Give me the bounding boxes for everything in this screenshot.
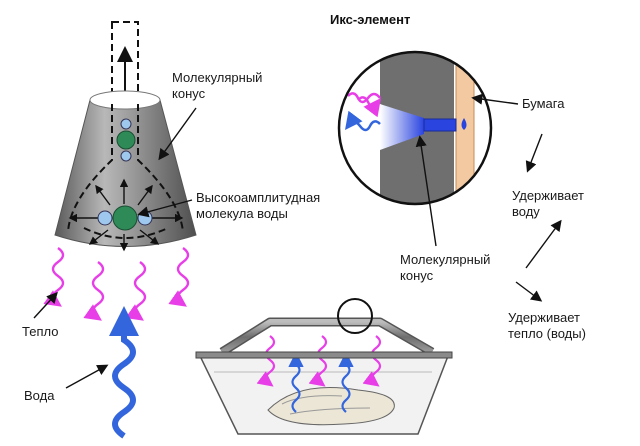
cone-top-opening: [89, 90, 161, 110]
label-holds-water: Удерживает воду: [512, 188, 584, 219]
food-texture: [281, 395, 371, 415]
pointer-holds-water-down: [525, 133, 543, 173]
pointer-heat: [33, 291, 58, 319]
pointer-molecular-cone: [158, 107, 197, 161]
heat-waves-container: [256, 335, 382, 387]
molecule-green-center: [112, 205, 138, 231]
container-figure: [195, 298, 453, 435]
label-paper: Бумага: [522, 96, 565, 111]
cone-body: [54, 99, 197, 247]
inset-heat-wave: [347, 92, 381, 104]
heat-waves-left: [43, 247, 190, 321]
pointer-holds-water-up: [525, 219, 562, 269]
inset-water-wave: [344, 110, 381, 132]
diagram-title: Икс-элемент: [330, 12, 411, 27]
molecule-blue-small: [120, 150, 132, 162]
inset-heat-arrow: [357, 96, 382, 118]
container-lid-rod: [220, 319, 434, 355]
inset-cone-channel: [380, 104, 424, 150]
x-element-inset: [337, 50, 493, 206]
molecule-blue-side: [97, 210, 113, 226]
water-wave: [109, 306, 139, 439]
label-heat: Тепло: [22, 324, 59, 339]
molecule-green-upper: [116, 130, 136, 150]
pointer-water: [65, 364, 109, 389]
radiating-arrows: [68, 178, 184, 252]
pointer-inset-cone: [415, 135, 437, 247]
label-high-amplitude-molecule: Высокоамплитудная молекула воды: [196, 190, 321, 221]
label-molecular-cone-inset: Молекулярный конус: [400, 252, 491, 283]
label-holds-heat: Удерживает тепло (воды): [508, 310, 586, 341]
pointer-paper: [471, 93, 519, 105]
water-waves-container: [288, 351, 354, 413]
label-water: Вода: [24, 388, 55, 403]
water-drop: [461, 118, 467, 130]
inset-border: [337, 50, 493, 206]
zoom-marker-circle: [337, 298, 373, 334]
inner-funnel-right: [137, 104, 184, 233]
inner-funnel-bottom: [83, 227, 169, 239]
pointer-high-amplitude: [137, 199, 193, 218]
label-molecular-cone-top: Молекулярный конус: [172, 70, 263, 101]
molecular-cone-figure: [54, 21, 197, 252]
inset-nozzle: [423, 118, 457, 132]
pointer-holds-heat: [515, 281, 543, 302]
molecule-blue-small: [120, 118, 132, 130]
container-rim: [195, 351, 453, 359]
inner-funnel-left: [67, 104, 113, 233]
